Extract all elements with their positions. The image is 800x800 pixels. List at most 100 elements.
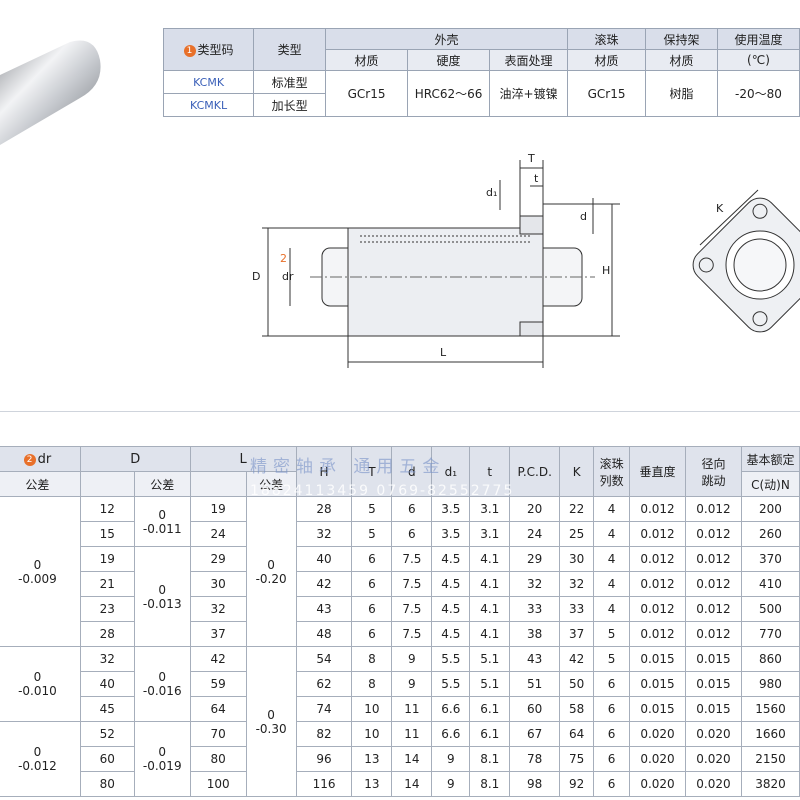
cell-t: 8.1 [469,771,511,797]
dim-dr-label: dr [282,270,294,283]
col-dynamic-load: C(动)N [740,471,800,497]
dim-T-label: T [527,152,535,165]
cell-t: 8.1 [469,746,511,772]
cell-d: 7.5 [391,546,433,572]
cell-run: 0.012 [684,496,742,522]
cell-n: 5 [593,646,631,672]
cell-perp: 0.015 [629,671,686,697]
cell-K: 75 [559,746,595,772]
cell-t: 4.1 [469,546,511,572]
dim-t-label: t [534,172,539,185]
spec-temp-range: -20～80 [716,70,800,117]
cell-T: 8 [351,646,393,672]
cell-d1: 9 [431,771,471,797]
cell-T: 13 [351,746,393,772]
cell-K: 58 [559,696,595,722]
cell-T: 6 [351,621,393,647]
cell-D: 45 [79,696,135,722]
spec-sub-surface: 表面处理 [489,49,569,71]
cell-run: 0.012 [684,546,742,572]
cell-dr-tol: 0 -0.009 [0,496,81,647]
cell-run: 0.015 [684,696,742,722]
cell-t: 4.1 [469,571,511,597]
cell-T: 5 [351,496,393,522]
cell-dr-tol: 0 -0.012 [0,721,81,797]
spec-surface: 油淬+镀镍 [489,70,569,117]
cell-D: 60 [79,746,135,772]
cell-L: 29 [189,546,247,572]
cell-perp: 0.012 [629,621,686,647]
cell-d1: 5.5 [431,671,471,697]
cell-t: 4.1 [469,621,511,647]
cell-T: 6 [351,596,393,622]
cell-d1: 9 [431,746,471,772]
cell-d1: 3.5 [431,496,471,522]
cell-c: 1660 [740,721,800,747]
cell-n: 6 [593,771,631,797]
cell-run: 0.020 [684,746,742,772]
spec-sub-hardness: 硬度 [407,49,491,71]
spec-type-long: 加长型 [253,93,327,117]
col-L-value [189,471,247,497]
cell-t: 4.1 [469,596,511,622]
cell-H: 43 [295,596,353,622]
cell-n: 5 [593,621,631,647]
cell-t: 3.1 [469,496,511,522]
spec-col-shell: 外壳 [325,28,569,50]
cell-K: 32 [559,571,595,597]
cell-d1: 4.5 [431,596,471,622]
col-balls: 滚珠列数 [593,446,631,497]
cell-d: 6 [391,496,433,522]
cell-K: 50 [559,671,595,697]
cell-L: 100 [189,771,247,797]
cell-L: 42 [189,646,247,672]
cell-D: 52 [79,721,135,747]
cell-perp: 0.012 [629,596,686,622]
cell-d1: 4.5 [431,546,471,572]
cell-D: 12 [79,496,135,522]
cell-pcd: 20 [509,496,561,522]
cell-K: 64 [559,721,595,747]
cell-c: 410 [740,571,800,597]
cell-d: 14 [391,771,433,797]
cell-d: 9 [391,671,433,697]
cell-t: 5.1 [469,646,511,672]
cell-pcd: 38 [509,621,561,647]
cell-H: 42 [295,571,353,597]
cell-L: 24 [189,521,247,547]
cell-L: 30 [189,571,247,597]
cell-L: 64 [189,696,247,722]
cell-pcd: 78 [509,746,561,772]
cell-pcd: 33 [509,596,561,622]
spec-sub-ball-material: 材质 [567,49,647,71]
col-K: K [559,446,595,497]
watermark-phone: 18824113459 0769-82552775 [250,483,515,499]
cell-c: 3820 [740,771,800,797]
col-load-rating: 基本额定 [740,446,800,472]
section-divider [0,411,800,412]
spec-cage-material: 树脂 [645,70,718,117]
cell-D-tol: 0 -0.011 [133,496,191,547]
cell-perp: 0.012 [629,521,686,547]
cell-d1: 4.5 [431,571,471,597]
cell-d: 9 [391,646,433,672]
cell-L: 37 [189,621,247,647]
cell-n: 4 [593,496,631,522]
cell-D: 80 [79,771,135,797]
spec-col-cage: 保持架 [645,28,718,50]
cell-pcd: 32 [509,571,561,597]
col-T: T [351,446,393,497]
col-L-tol: 公差 [245,471,297,497]
cell-t: 6.1 [469,721,511,747]
cell-pcd: 24 [509,521,561,547]
cell-D: 15 [79,521,135,547]
cell-K: 92 [559,771,595,797]
cell-run: 0.015 [684,646,742,672]
